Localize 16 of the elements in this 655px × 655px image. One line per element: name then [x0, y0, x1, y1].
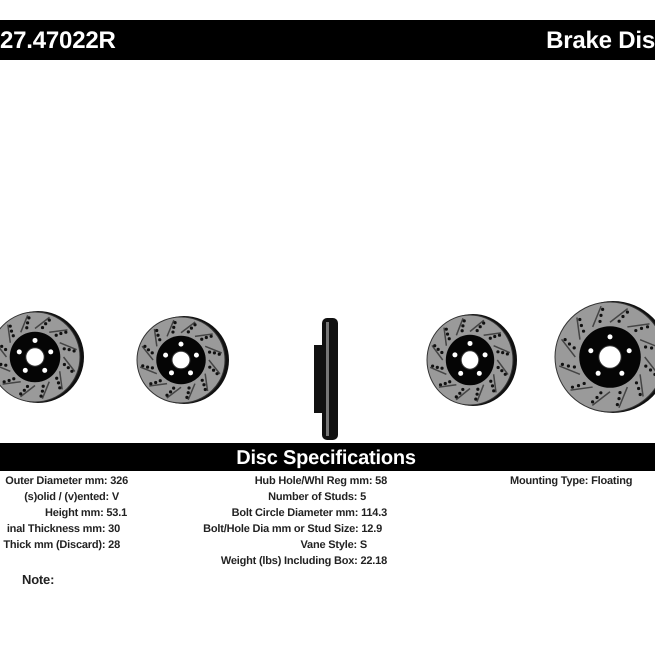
spec-text: Bolt/Hole Dia mm or Stud Size: 12.9 [203, 524, 382, 535]
spec-text: (s)olid / (v)ented: V [24, 492, 119, 503]
part-number: 27.47022R [0, 29, 116, 53]
header-title: Brake Dis [546, 29, 655, 53]
note-label: Note: [22, 573, 54, 586]
spec-text: Number of Studs: 5 [268, 492, 366, 503]
spec-text: Thick mm (Discard): 28 [3, 540, 120, 551]
spec-text: inal Thickness mm: 30 [6, 524, 120, 535]
spec-text: Bolt Circle Diameter mm: 114.3 [232, 508, 387, 519]
spec-text: Height mm: 53.1 [45, 508, 127, 519]
spec-text: Outer Diameter mm: 326 [5, 476, 128, 487]
spec-text: Mounting Type: Floating [510, 476, 632, 487]
spec-text: Hub Hole/Whl Reg mm: 58 [254, 476, 387, 487]
section-heading: Disc Specifications [236, 448, 416, 468]
spec-text: Weight (lbs) Including Box: 22.18 [220, 556, 387, 567]
spec-text: Vane Style: S [300, 540, 367, 551]
